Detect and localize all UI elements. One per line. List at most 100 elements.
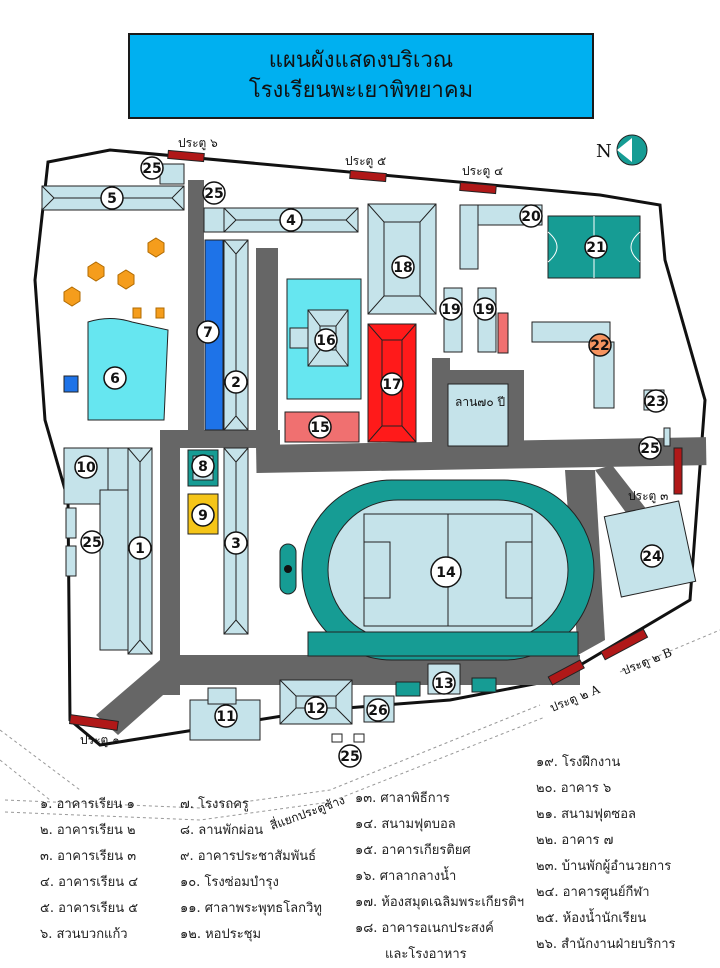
marker-number: 9: [198, 508, 208, 524]
building-marker-7: 7: [196, 320, 220, 344]
marker-number: 25: [204, 186, 223, 202]
building-marker-25: 25: [638, 436, 662, 460]
legend-item: ๔. อาคารเรียน ๔: [40, 875, 139, 890]
building-marker-25: 25: [80, 530, 104, 554]
legend-col-4: ๑๙. โรงฝึกงาน ๒๐. อาคาร ๖ ๒๑. สนามฟุตซอล…: [536, 750, 676, 958]
marker-number: 1: [135, 541, 145, 557]
building-marker-17: 17: [380, 372, 404, 396]
building-marker-3: 3: [224, 531, 248, 555]
marker-circle: [432, 671, 456, 695]
legend-item: ๑๐. โรงซ่อมบำรุง: [180, 875, 279, 890]
marker-circle: [103, 366, 127, 390]
north-label: N: [596, 141, 612, 162]
marker-circle: [140, 156, 164, 180]
marker-circle: [638, 436, 662, 460]
marker-circle: [74, 455, 98, 479]
marker-number: 23: [646, 394, 665, 410]
building-marker-13: 13: [432, 671, 456, 695]
legend-item: ๕. อาคารเรียน ๕: [40, 901, 139, 916]
building-marker-26: 26: [366, 698, 390, 722]
marker-circle: [304, 696, 328, 720]
marker-circle: [473, 297, 497, 321]
marker-number: 12: [306, 701, 325, 717]
building-marker-21: 21: [584, 235, 608, 259]
marker-circle: [308, 415, 332, 439]
marker-circle: [100, 186, 124, 210]
building-marker-10: 10: [74, 455, 98, 479]
building-marker-5: 5: [100, 186, 124, 210]
legend-item: ๑๒. หอประชุม: [180, 927, 262, 942]
building-marker-18: 18: [391, 255, 415, 279]
marker-number: 26: [368, 703, 387, 719]
building-marker-23: 23: [644, 389, 668, 413]
legend-item: ๒๖. สำนักงานฝ่ายบริการ: [536, 937, 676, 952]
legend-item: ๒๓. บ้านพักผู้อำนวยการ: [536, 859, 672, 874]
legend-item: ๙. อาคารประชาสัมพันธ์: [180, 849, 317, 864]
gate-1-label: ประตู ๑: [80, 733, 120, 748]
marker-number: 17: [382, 377, 401, 393]
legend-item: ๑๗. ห้องสมุดเฉลิมพระเกียรติฯ: [355, 895, 524, 910]
legend-item: ๑๖. ศาลากลางน้ำ: [355, 869, 457, 884]
gate-4-label: ประตู ๔: [462, 164, 503, 179]
building-marker-15: 15: [308, 415, 332, 439]
building-marker-20: 20: [519, 204, 543, 228]
legend-item: ๖. สวนบวกแก้ว: [40, 927, 128, 942]
marker-number: 20: [521, 209, 541, 225]
gate-2b-label: ประตู ๒ B: [620, 645, 675, 679]
marker-number: 13: [434, 676, 453, 692]
legend-item: ๓. อาคารเรียน ๓: [40, 849, 137, 864]
marker-circle: [644, 389, 668, 413]
marker-number: 19: [475, 302, 494, 318]
legend-item: ๑๔. สนามฟุตบอล: [355, 817, 456, 832]
building-marker-16: 16: [314, 328, 338, 352]
marker-number: 11: [216, 709, 235, 725]
marker-circle: [380, 372, 404, 396]
marker-number: 2: [231, 375, 241, 391]
marker-circle: [338, 744, 362, 768]
hexagons: [63, 237, 165, 307]
building-marker-19: 19: [473, 297, 497, 321]
marker-number: 24: [642, 549, 662, 565]
legend-col-3: ๑๓. ศาลาพิธีการ ๑๔. สนามฟุตบอล ๑๕. อาคาร…: [355, 786, 524, 968]
title-line-1: แผนผังแสดงบริเวณ: [268, 48, 454, 73]
map-title: แผนผังแสดงบริเวณ โรงเรียนพะเยาพิทยาคม: [128, 33, 594, 119]
marker-number: 25: [340, 749, 359, 765]
building-marker-25: 25: [338, 744, 362, 768]
marker-circle: [519, 204, 543, 228]
marker-number: 22: [590, 338, 609, 354]
marker-circle: [191, 503, 215, 527]
marker-circle: [224, 370, 248, 394]
legend-col-1: ๑. อาคารเรียน ๑ ๒. อาคารเรียน ๒ ๓. อาคาร…: [40, 792, 138, 948]
gate-3-label: ประตู ๓: [628, 489, 668, 504]
legend-item: ๒. อาคารเรียน ๒: [40, 823, 136, 838]
building-marker-8: 8: [191, 454, 215, 478]
building-marker-19: 19: [439, 297, 463, 321]
building-marker-6: 6: [103, 366, 127, 390]
marker-number: 25: [142, 161, 161, 177]
building-marker-25: 25: [202, 181, 226, 205]
court-70-label: ลาน๗๐ ปี: [455, 395, 505, 409]
marker-number: 18: [393, 260, 412, 276]
garden-pond: [87, 318, 169, 421]
marker-circle: [202, 181, 226, 205]
marker-number: 25: [82, 535, 101, 551]
workshop-red: [497, 312, 509, 354]
marker-number: 3: [231, 536, 241, 552]
marker-number: 6: [110, 371, 120, 387]
legend-item: ๒๐. อาคาร ๖: [536, 781, 612, 796]
north-arrow-icon: [616, 134, 648, 166]
marker-number: 7: [203, 325, 213, 341]
marker-circle: [191, 454, 215, 478]
marker-circle: [80, 530, 104, 554]
building-marker-14: 14: [430, 556, 462, 588]
building-marker-1: 1: [128, 536, 152, 560]
marker-number: 25: [640, 441, 659, 457]
marker-number: 4: [286, 213, 296, 229]
gate-2a-label: ประตู ๒ A: [548, 682, 603, 716]
marker-number: 19: [441, 302, 460, 318]
legend-item: และโรงอาหาร: [385, 947, 467, 962]
marker-circle: [214, 704, 238, 728]
marker-circle: [314, 328, 338, 352]
marker-circle: [366, 698, 390, 722]
